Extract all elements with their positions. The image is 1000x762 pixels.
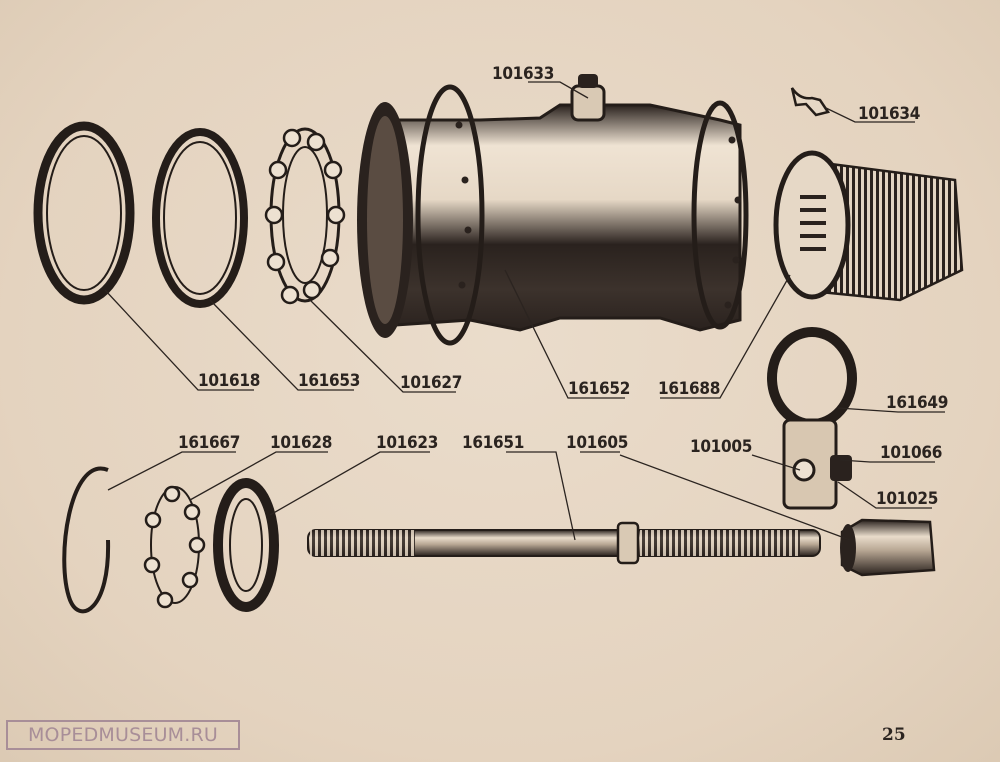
axle-161651 [307,521,821,565]
page-number: 25 [882,725,906,745]
callout-161649: 161649 [886,393,948,413]
callout-161652: 161652 [568,379,630,399]
race-ring-101618 [33,121,135,305]
circlip-161667 [62,466,111,614]
hub-shell-161652 [357,74,749,346]
callout-101634: 101634 [858,104,920,124]
callout-161667: 161667 [178,433,240,453]
callout-101025: 101025 [876,489,938,509]
cone-nut-101634 [790,87,831,117]
clamp-161649 [767,327,857,510]
watermark-mopedmuseum: MOPEDMUSEUM.RU [6,720,240,750]
race-ring-101623 [213,478,279,612]
callout-101633: 101633 [492,64,554,84]
callout-101627: 101627 [400,373,462,393]
callout-101628: 101628 [270,433,332,453]
callout-101005: 101005 [690,437,752,457]
callout-101623: 101623 [376,433,438,453]
callout-161688: 161688 [658,379,720,399]
callout-labels: 101633 101634 101618 161653 101627 16165… [178,64,948,509]
callout-101605: 101605 [566,433,628,453]
callout-161653: 161653 [298,371,360,391]
callout-101066: 101066 [880,443,942,463]
leader-lines [104,81,945,541]
callout-161651: 161651 [462,433,524,453]
brake-drum-161688 [773,150,964,302]
race-ring-161653 [152,128,248,308]
ball-cage-101628 [143,485,206,609]
axle-nut-101605 [840,518,936,577]
ball-cage-101627 [264,127,346,305]
callout-101618: 101618 [198,371,260,391]
